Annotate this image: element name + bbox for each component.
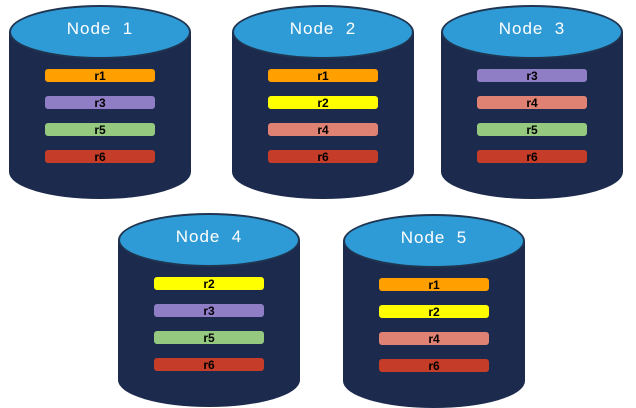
replica-bar-r4: r4 xyxy=(377,330,491,347)
replica-bar-r6: r6 xyxy=(266,148,380,165)
replica-list: r1 r2 r4 r6 xyxy=(343,276,525,374)
replica-bar-r5: r5 xyxy=(43,121,157,138)
replica-bar-r2: r2 xyxy=(377,303,491,320)
replica-bar-r2: r2 xyxy=(266,94,380,111)
node-title: Node 5 xyxy=(400,228,468,247)
cylinder-top-ellipse xyxy=(441,5,623,59)
replica-bar-r2: r2 xyxy=(152,275,266,292)
replica-bar-r5: r5 xyxy=(475,121,589,138)
node-title: Node 4 xyxy=(175,227,243,246)
cylinder-top-ellipse xyxy=(118,213,300,267)
node-cylinder-2: Node 2 r1 r2 r4 r6 xyxy=(232,5,414,199)
cylinder-top-ellipse xyxy=(343,214,525,268)
replica-bar-r3: r3 xyxy=(152,302,266,319)
replica-list: r2 r3 r5 r6 xyxy=(118,275,300,373)
replica-bar-r1: r1 xyxy=(43,67,157,84)
replica-list: r1 r2 r4 r6 xyxy=(232,67,414,165)
node-cylinder-4: Node 4 r2 r3 r5 r6 xyxy=(118,213,300,407)
node-title: Node 1 xyxy=(66,19,134,38)
replica-bar-r1: r1 xyxy=(266,67,380,84)
replica-list: r3 r4 r5 r6 xyxy=(441,67,623,165)
node-title: Node 3 xyxy=(498,19,566,38)
replica-bar-r3: r3 xyxy=(43,94,157,111)
node-cylinder-5: Node 5 r1 r2 r4 r6 xyxy=(343,214,525,408)
cylinder-top-ellipse xyxy=(232,5,414,59)
replica-bar-r6: r6 xyxy=(152,356,266,373)
replica-bar-r1: r1 xyxy=(377,276,491,293)
replica-bar-r4: r4 xyxy=(475,94,589,111)
replica-list: r1 r3 r5 r6 xyxy=(9,67,191,165)
replica-bar-r5: r5 xyxy=(152,329,266,346)
node-cylinder-3: Node 3 r3 r4 r5 r6 xyxy=(441,5,623,199)
node-cylinder-1: Node 1 r1 r3 r5 r6 xyxy=(9,5,191,199)
node-title: Node 2 xyxy=(289,19,357,38)
cylinder-top-ellipse xyxy=(9,5,191,59)
replica-bar-r6: r6 xyxy=(377,357,491,374)
replica-bar-r4: r4 xyxy=(266,121,380,138)
replica-bar-r3: r3 xyxy=(475,67,589,84)
replica-bar-r6: r6 xyxy=(475,148,589,165)
replica-bar-r6: r6 xyxy=(43,148,157,165)
